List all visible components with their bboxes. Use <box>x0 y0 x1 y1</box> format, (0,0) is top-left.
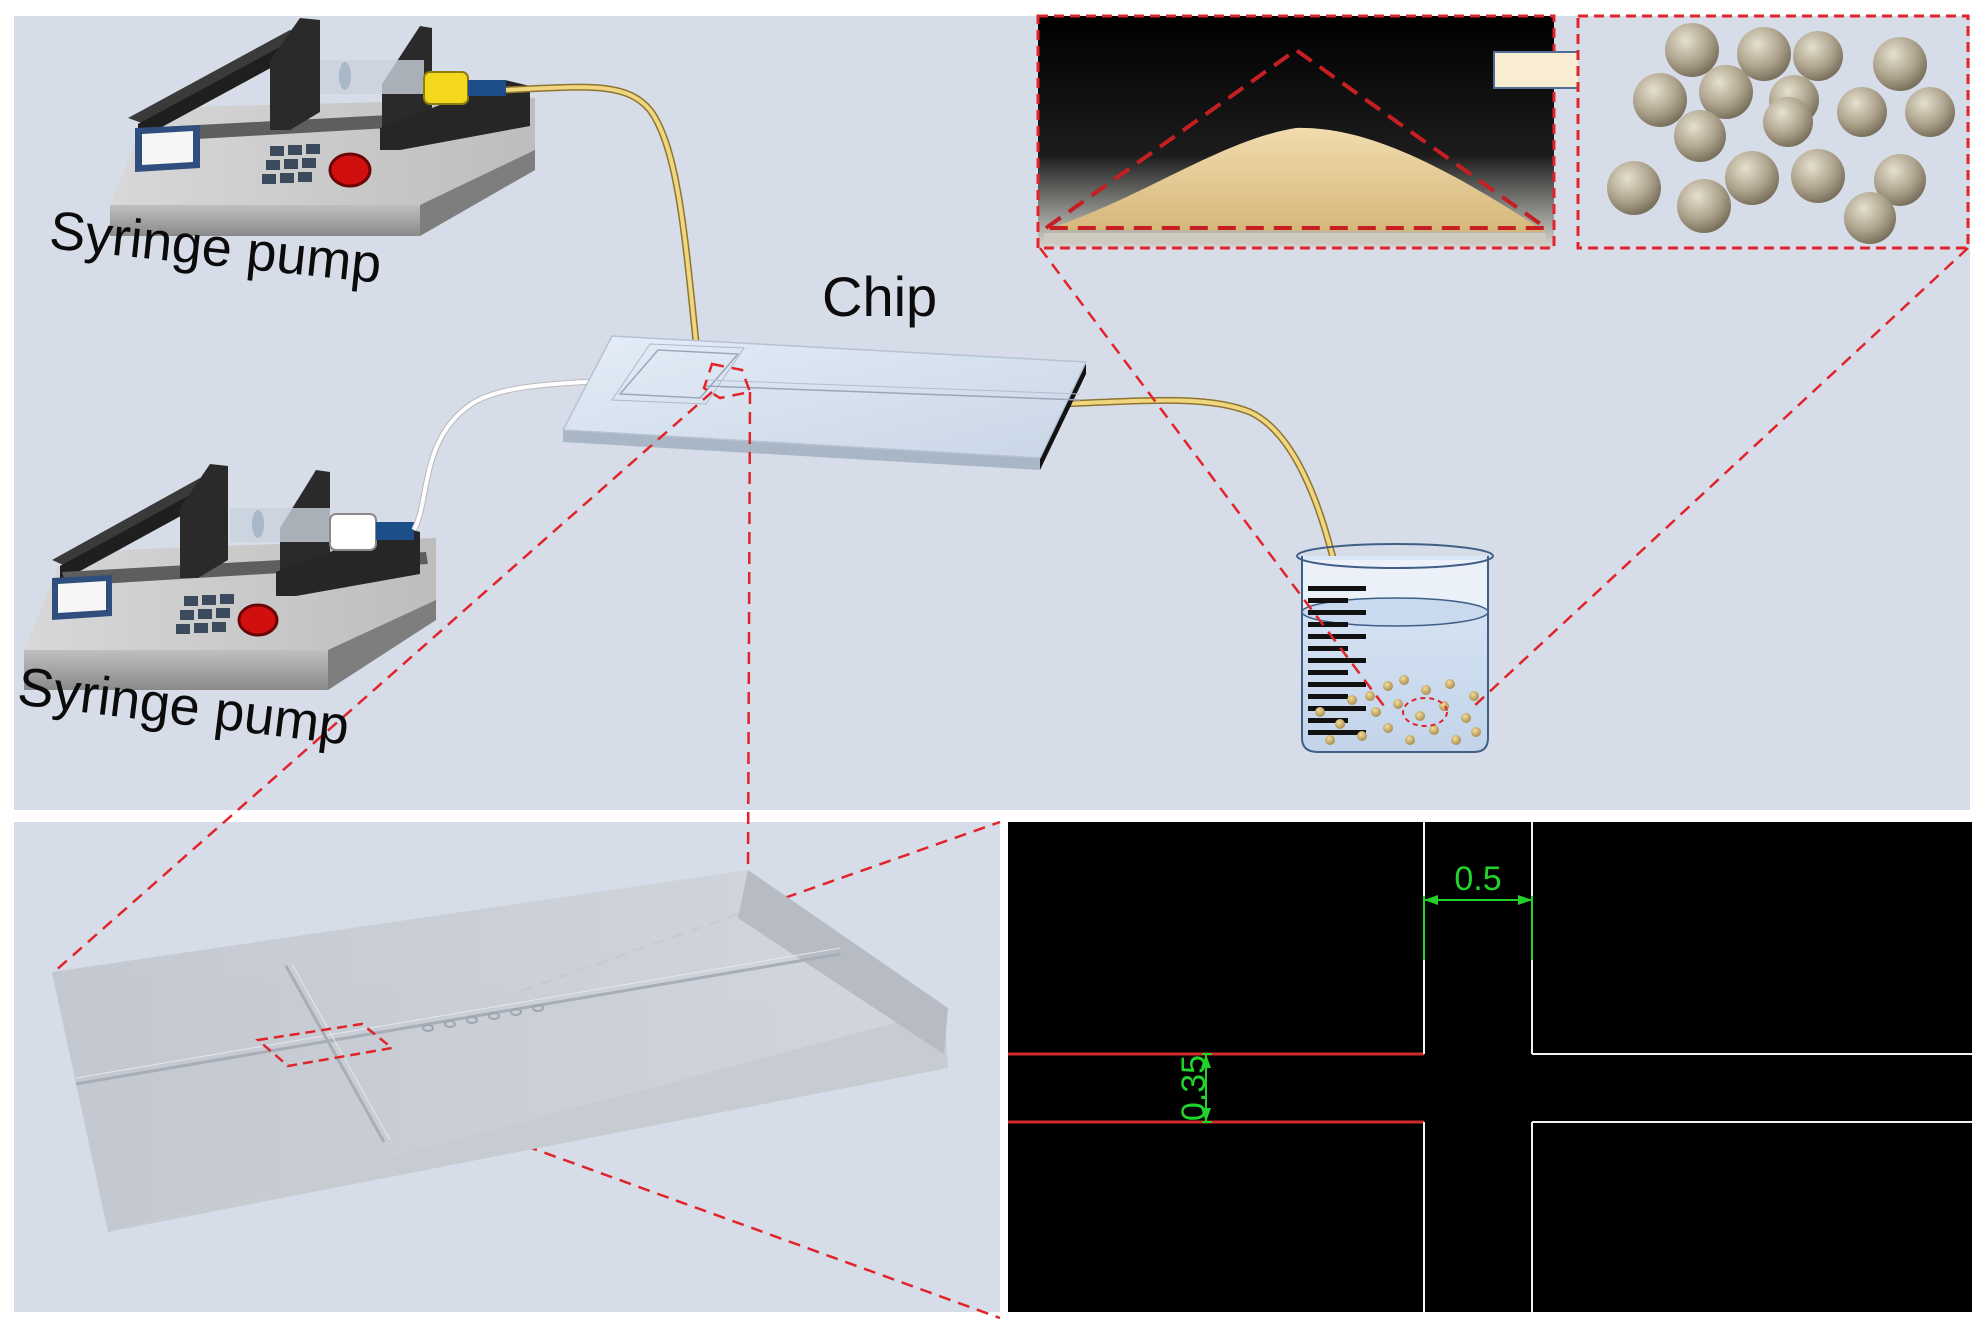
chip <box>561 335 1088 470</box>
cad-junction-drawing <box>1008 822 1972 1312</box>
syringe-pump-top <box>110 18 535 236</box>
cad-panel <box>1008 822 1972 1312</box>
dimension-branch-width: 0.5 <box>1454 860 1501 898</box>
chip-enlarged <box>52 870 948 1232</box>
powder-inset <box>1036 14 1556 250</box>
microspheres-inset <box>1576 14 1970 250</box>
dimension-main-width: 0.35 <box>1175 1055 1213 1121</box>
beaker <box>1296 543 1494 753</box>
syringe-pump-bottom <box>24 464 436 690</box>
label-chip: Chip <box>822 265 937 328</box>
